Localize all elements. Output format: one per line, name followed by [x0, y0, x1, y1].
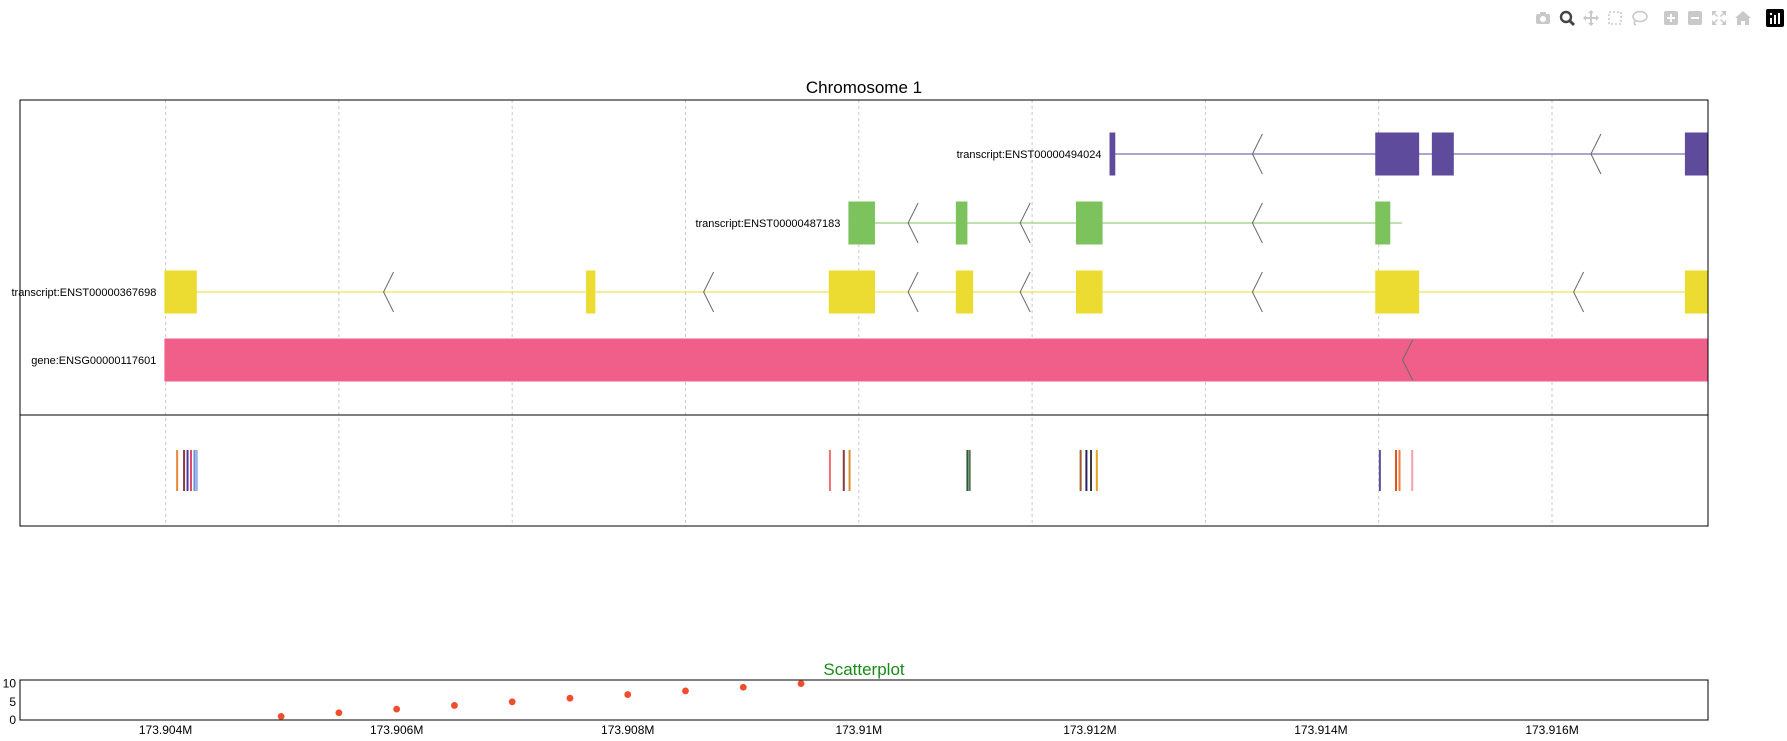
scatter-point[interactable]	[335, 709, 343, 717]
track-label: transcript:ENST00000494024	[957, 149, 1102, 161]
gene-track-rows: transcript:ENST00000494024 transcript:ENS…	[11, 132, 1708, 382]
scatter-point[interactable]	[739, 683, 747, 691]
scatterplot-y-axis: 0 5 10	[3, 677, 17, 727]
track-row: transcript:ENST00000367698	[11, 270, 1708, 314]
x-tick-label: 173.908M	[601, 723, 654, 737]
exon-block[interactable]	[955, 270, 974, 314]
zoom-button[interactable]	[1555, 6, 1579, 30]
autoscale-icon	[1712, 11, 1726, 25]
scatterplot-points	[277, 680, 805, 720]
strand-arrow	[703, 271, 715, 313]
exon-block[interactable]	[1076, 270, 1103, 314]
track-row: transcript:ENST00000494024	[957, 132, 1708, 176]
y-tick-label: 5	[9, 695, 16, 709]
box-select-icon	[1608, 11, 1622, 25]
gene-track-title: Chromosome 1	[806, 78, 922, 97]
scatterplot-title: Scatterplot	[823, 660, 905, 679]
zoom-out-button[interactable]	[1683, 6, 1707, 30]
x-tick-label: 173.914M	[1294, 723, 1347, 737]
scatterplot-frame	[19, 679, 1709, 721]
track-label: transcript:ENST00000367698	[11, 287, 156, 299]
scatter-point[interactable]	[393, 705, 401, 713]
reset-axes-icon	[1735, 11, 1751, 25]
x-tick-label: 173.912M	[1063, 723, 1116, 737]
strand-arrow	[1402, 339, 1414, 381]
exon-block[interactable]	[1375, 132, 1420, 176]
exon-block[interactable]	[828, 270, 875, 314]
strand-arrow	[1251, 133, 1263, 175]
strand-arrow	[1019, 202, 1031, 244]
exon-block[interactable]	[164, 338, 1708, 382]
plotly-logo-icon	[1766, 9, 1784, 27]
zoom-in-button[interactable]	[1659, 6, 1683, 30]
camera-icon	[1536, 12, 1550, 24]
exon-block[interactable]	[1684, 270, 1708, 314]
scatter-point[interactable]	[277, 712, 285, 720]
scatter-point[interactable]	[797, 680, 805, 688]
scatterplot-x-axis: 173.904M 173.906M 173.908M 173.91M 173.912M 1…	[139, 723, 1579, 737]
strand-arrow	[907, 202, 919, 244]
strand-arrow	[383, 271, 395, 313]
exon-block[interactable]	[955, 201, 968, 245]
zoom-out-icon	[1688, 11, 1702, 25]
strand-arrow	[1251, 271, 1263, 313]
box-select-button[interactable]	[1603, 6, 1627, 30]
exon-block[interactable]	[848, 201, 875, 245]
track-row: gene:ENSG00000117601	[31, 338, 1708, 382]
pan-button[interactable]	[1579, 6, 1603, 30]
reset-axes-button[interactable]	[1731, 6, 1755, 30]
autoscale-button[interactable]	[1707, 6, 1731, 30]
camera-button[interactable]	[1531, 6, 1555, 30]
track-row: transcript:ENST00000487183	[695, 201, 1402, 245]
exon-block[interactable]	[1684, 132, 1708, 176]
pan-icon	[1583, 10, 1599, 26]
zoom-in-icon	[1664, 11, 1678, 25]
y-tick-label: 0	[9, 713, 16, 727]
scatter-point[interactable]	[682, 687, 689, 695]
scatter-point[interactable]	[624, 691, 632, 698]
scatter-point[interactable]	[451, 702, 458, 709]
exon-block[interactable]	[1375, 201, 1391, 245]
lasso-select-button[interactable]	[1627, 6, 1651, 30]
plotly-logo-button[interactable]	[1763, 6, 1787, 30]
strand-arrow	[1251, 202, 1263, 244]
modebar	[1531, 6, 1787, 30]
scatter-point[interactable]	[566, 694, 574, 702]
exon-block[interactable]	[1076, 201, 1103, 245]
x-tick-label: 173.904M	[139, 723, 192, 737]
x-tick-label: 173.91M	[835, 723, 882, 737]
zoom-icon	[1559, 10, 1576, 27]
exon-block[interactable]	[1375, 270, 1420, 314]
y-tick-label: 10	[3, 677, 17, 691]
track-label: gene:ENSG00000117601	[31, 355, 156, 367]
strand-arrow	[1590, 133, 1602, 175]
strand-arrow	[907, 271, 919, 313]
exon-block[interactable]	[1109, 132, 1116, 176]
exon-block[interactable]	[1431, 132, 1454, 176]
variant-track	[176, 450, 1414, 491]
variant-track-frame	[19, 414, 1709, 527]
exon-block[interactable]	[164, 270, 197, 314]
lasso-select-icon	[1632, 10, 1648, 26]
x-tick-label: 173.906M	[370, 723, 423, 737]
exon-block[interactable]	[586, 270, 596, 314]
track-label: transcript:ENST00000487183	[695, 218, 840, 230]
x-tick-label: 173.916M	[1525, 723, 1578, 737]
strand-arrow	[1019, 271, 1031, 313]
strand-arrow	[1573, 271, 1585, 313]
scatter-point[interactable]	[508, 698, 516, 706]
